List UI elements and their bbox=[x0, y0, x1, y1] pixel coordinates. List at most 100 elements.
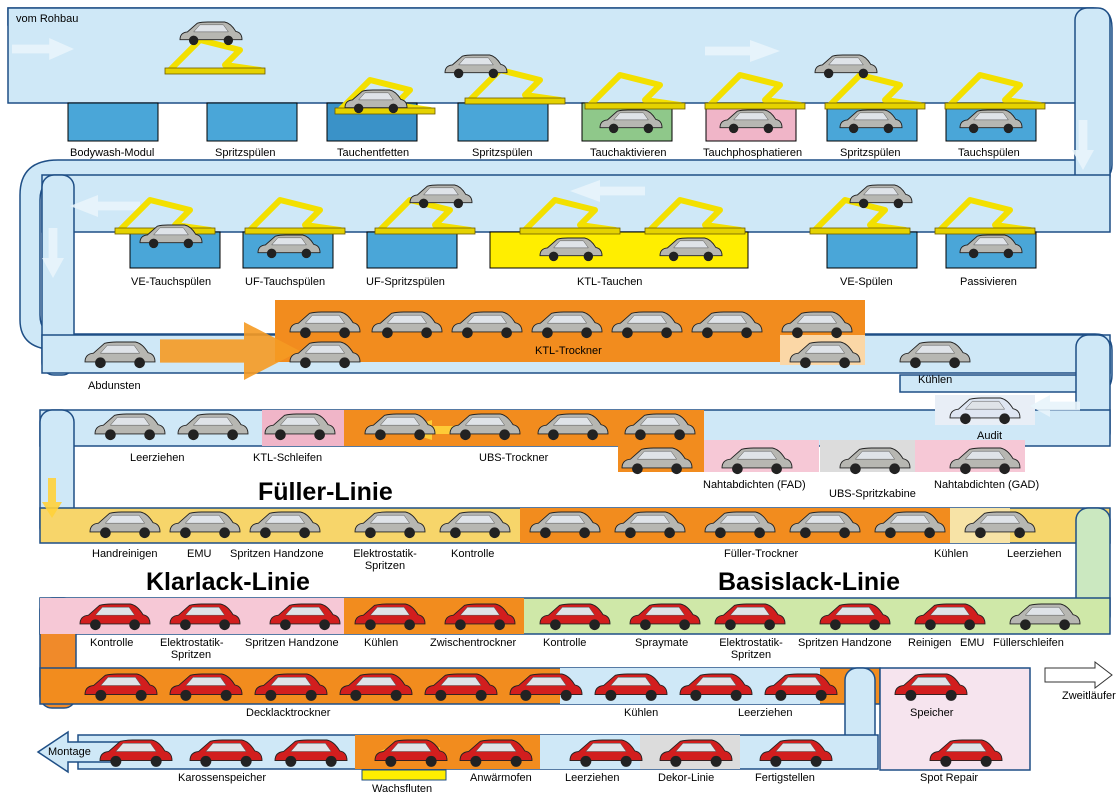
car-row1-7-wheel-front bbox=[969, 124, 978, 133]
car-row3-3-wheel-front bbox=[382, 327, 393, 338]
car-row3-2-window bbox=[305, 345, 344, 353]
label-uf-tauchspuelen: UF-Tauchspülen bbox=[245, 276, 325, 288]
car-row7-3-window bbox=[356, 677, 396, 685]
car-row3-5-wheel-rear bbox=[581, 327, 592, 338]
car-row7-8-window bbox=[781, 677, 821, 685]
car-row4-2-wheel-rear bbox=[314, 429, 325, 440]
label-leerziehen-4: Leerziehen bbox=[565, 772, 619, 784]
car-row5-0-wheel-rear bbox=[139, 527, 150, 538]
label-leerziehen-1: Leerziehen bbox=[130, 452, 184, 464]
car-row7-5-wheel-front bbox=[520, 690, 531, 701]
car-row8-4-wheel-front bbox=[470, 756, 481, 767]
label-montage: Montage bbox=[48, 746, 91, 758]
car-row6-8-wheel-front bbox=[830, 619, 841, 630]
label-elektrostatik-spritzen-1: Elektrostatik-Spritzen bbox=[349, 548, 421, 572]
car-row8-3-wheel-rear bbox=[426, 756, 437, 767]
label-fueller-trockner: Füller-Trockner bbox=[724, 548, 798, 560]
car-row7-7-wheel-front bbox=[690, 690, 701, 701]
label-kuehlen-1: Kühlen bbox=[918, 374, 952, 386]
car-row7-4-window bbox=[441, 677, 481, 685]
car-row3-4-wheel-front bbox=[462, 327, 473, 338]
car-row1-4-wheel-rear bbox=[764, 124, 773, 133]
car-row8-4-wheel-rear bbox=[511, 756, 522, 767]
car-row7-2-wheel-rear bbox=[306, 690, 317, 701]
car-row4-2-wheel-front bbox=[275, 429, 286, 440]
car-row4-2-window bbox=[280, 417, 319, 425]
car-row6-2-wheel-rear bbox=[319, 619, 330, 630]
car-row1-0-wheel-front bbox=[189, 36, 198, 45]
car-row7-4-wheel-front bbox=[435, 690, 446, 701]
label-abdunsten: Abdunsten bbox=[88, 380, 141, 392]
robot-rail-6 bbox=[945, 103, 1045, 109]
car-row5-8-window bbox=[805, 515, 844, 523]
label-spraymate: Spraymate bbox=[635, 637, 688, 649]
car-row8-0-window bbox=[116, 743, 156, 751]
car-row7-3-wheel-front bbox=[350, 690, 361, 701]
car-row6-2-window bbox=[285, 607, 324, 615]
car-row8-0-wheel-rear bbox=[151, 756, 162, 767]
car-row7-2-window bbox=[271, 677, 311, 685]
car-row5-8-wheel-rear bbox=[839, 527, 850, 538]
car-row4-4-wheel-rear bbox=[499, 429, 510, 440]
car-row3-10-wheel-rear bbox=[949, 357, 960, 368]
car-row4-8-window bbox=[737, 451, 776, 459]
label-fertigstellen: Fertigstellen bbox=[755, 772, 815, 784]
car-row5-9-window bbox=[890, 515, 929, 523]
label-tauchaktivieren: Tauchaktivieren bbox=[590, 147, 666, 159]
arrow-zweitlaeufer-outline bbox=[1045, 662, 1112, 688]
car-row5-1-window bbox=[185, 515, 224, 523]
car-row5-8-wheel-front bbox=[800, 527, 811, 538]
car-row2-0-wheel-front bbox=[149, 239, 158, 248]
car-row5-7-wheel-rear bbox=[754, 527, 765, 538]
car-row7-7-wheel-rear bbox=[731, 690, 742, 701]
car-row3-2-wheel-front bbox=[300, 357, 311, 368]
car-row5-5-window bbox=[545, 515, 584, 523]
car-audit-0-window bbox=[965, 401, 1004, 409]
car-row5-1-wheel-front bbox=[180, 527, 191, 538]
label-speicher: Speicher bbox=[910, 707, 953, 719]
label-anwaermofen: Anwärmofen bbox=[470, 772, 532, 784]
car-row3-7-wheel-rear bbox=[741, 327, 752, 338]
car-row3-5-window bbox=[547, 315, 586, 323]
car-row6-6-wheel-front bbox=[640, 619, 651, 630]
car-row2-0-window bbox=[154, 228, 189, 235]
label-tauchphosphatieren: Tauchphosphatieren bbox=[703, 147, 802, 159]
car-row8-6-wheel-front bbox=[670, 756, 681, 767]
car-row6-10-wheel-rear bbox=[1059, 619, 1070, 630]
car-row3-0-wheel-front bbox=[95, 357, 106, 368]
car-row1-3-wheel-front bbox=[609, 124, 618, 133]
label-handreinigen: Handreinigen bbox=[92, 548, 157, 560]
label-zweitlaeufer: Zweitläufer bbox=[1062, 690, 1116, 702]
car-row4-7-wheel-front bbox=[632, 463, 643, 474]
car-row6-8-window bbox=[835, 607, 874, 615]
car-row6-1-wheel-rear bbox=[219, 619, 230, 630]
label-kuehlen-3: Kühlen bbox=[364, 637, 398, 649]
car-row1-7-wheel-rear bbox=[1004, 124, 1013, 133]
car-row7-9-wheel-front bbox=[905, 690, 916, 701]
car-row2-5-wheel-front bbox=[859, 199, 868, 208]
label-ve-spuelen: VE-Spülen bbox=[840, 276, 893, 288]
car-row3-1-wheel-rear bbox=[339, 327, 350, 338]
car-row5-3-wheel-front bbox=[365, 527, 376, 538]
car-row7-1-wheel-front bbox=[180, 690, 191, 701]
car-row5-2-window bbox=[265, 515, 304, 523]
car-row5-3-wheel-rear bbox=[404, 527, 415, 538]
car-row1-2-window bbox=[459, 58, 494, 65]
tank-row1-0 bbox=[68, 103, 158, 141]
car-row6-5-window bbox=[555, 607, 594, 615]
label-karossenspeicher: Karossenspeicher bbox=[178, 772, 266, 784]
car-row4-5-window bbox=[553, 417, 592, 425]
car-row2-1-wheel-rear bbox=[302, 249, 311, 258]
car-row8-1-window bbox=[206, 743, 246, 751]
car-row5-6-window bbox=[630, 515, 669, 523]
car-row3-2-wheel-rear bbox=[339, 357, 350, 368]
car-row4-3-wheel-front bbox=[375, 429, 386, 440]
car-row2-4-wheel-front bbox=[669, 252, 678, 261]
tank-row1-3 bbox=[458, 103, 548, 141]
robot-rail-11 bbox=[645, 228, 745, 234]
car-row8-5-window bbox=[586, 743, 626, 751]
label-reinigen: Reinigen bbox=[908, 637, 951, 649]
car-row4-1-window bbox=[193, 417, 232, 425]
car-row2-6-wheel-rear bbox=[1004, 249, 1013, 258]
